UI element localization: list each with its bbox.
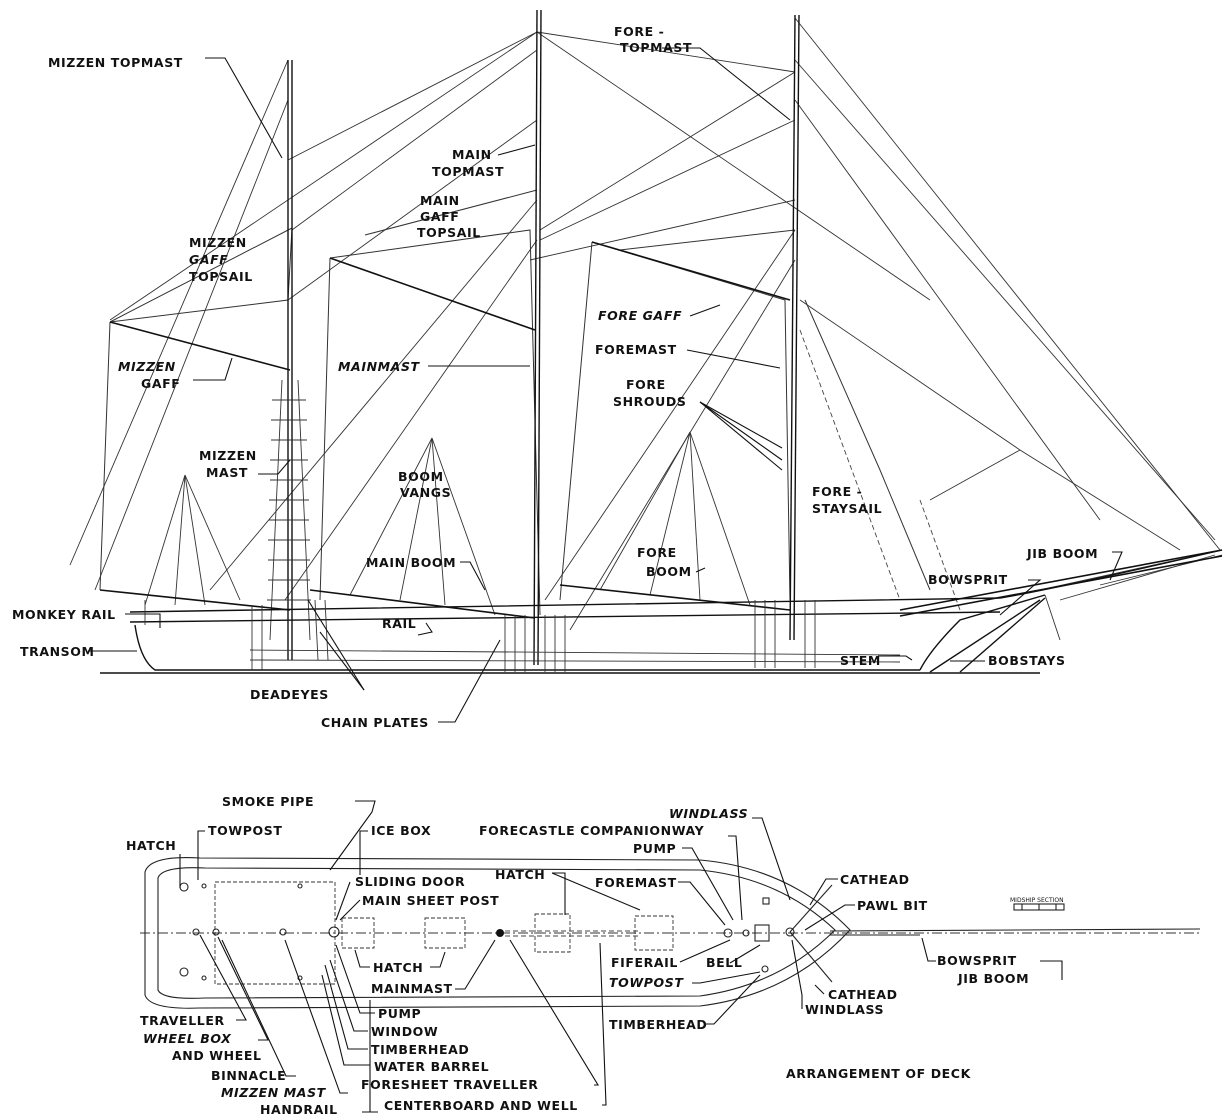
deck-label-sliding-door: SLIDING DOOR	[355, 874, 465, 889]
deck-hull-outline	[144, 857, 851, 1009]
label-fore-topmast-2: TOPMAST	[620, 40, 692, 55]
deck-label-windlass-lower: WINDLASS	[805, 1002, 884, 1017]
midship-section-label: MIDSHIP SECTION	[1010, 897, 1064, 904]
label-foremast: FOREMAST	[595, 342, 677, 357]
deck-label-timberhead-left: TIMBERHEAD	[371, 1042, 469, 1057]
deck-label-handrail: HANDRAIL	[260, 1102, 338, 1117]
deck-label-traveller: TRAVELLER	[140, 1013, 225, 1028]
label-mizzen-mast-2: MAST	[206, 465, 248, 480]
deck-label-fiferail: FIFERAIL	[611, 955, 678, 970]
label-bowsprit: BOWSPRIT	[928, 572, 1008, 587]
deck-label-bell: BELL	[706, 955, 742, 970]
deck-label-hatch-mid: HATCH	[495, 867, 545, 882]
deck-label-smoke-pipe: SMOKE PIPE	[222, 794, 314, 809]
label-main-boom: MAIN BOOM	[366, 555, 456, 570]
deck-hatch-2	[424, 917, 466, 949]
label-stem: STEM	[840, 653, 881, 668]
deck-hatch-3	[534, 913, 571, 953]
label-main-topmast-1: MAIN	[452, 147, 492, 162]
sail-plan: MIZZEN TOPMAST FORE - TOPMAST MAIN TOPMA…	[12, 9, 1223, 730]
deck-cabin	[214, 881, 336, 985]
label-boom-vangs-1: BOOM	[398, 469, 444, 484]
label-mizzen-gaff-2: GAFF	[141, 376, 180, 391]
deck-label-ice-box: ICE BOX	[371, 823, 431, 838]
label-mizzen-gaff-topsail-3: TOPSAIL	[189, 269, 253, 284]
spars	[99, 241, 1223, 619]
boom-vangs	[144, 431, 751, 616]
label-jib-boom: JIB BOOM	[1026, 546, 1098, 561]
deck-labels: SMOKE PIPE WINDLASS TOWPOST ICE BOX FORE…	[126, 794, 1029, 1117]
label-fore-topmast-1: FORE -	[614, 24, 664, 39]
label-main-gaff-topsail-3: TOPSAIL	[417, 225, 481, 240]
label-fore-shrouds-1: FORE	[626, 377, 666, 392]
label-transom: TRANSOM	[20, 644, 95, 659]
label-mizzen-topmast: MIZZEN TOPMAST	[48, 55, 183, 70]
label-mizzen-gaff-topsail-2: GAFF	[189, 252, 228, 267]
label-fore-staysail-2: STAYSAIL	[812, 501, 882, 516]
deck-label-window: WINDOW	[371, 1024, 438, 1039]
deck-label-cathead-top: CATHEAD	[840, 872, 910, 887]
deck-label-centerboard-and-well: CENTERBOARD AND WELL	[384, 1098, 578, 1113]
leader-lines	[88, 47, 1123, 723]
deck-label-foremast: FOREMAST	[595, 875, 677, 890]
label-mizzen-mast-1: MIZZEN	[199, 448, 257, 463]
deck-label-pump-top: PUMP	[633, 841, 676, 856]
deck-label-bowsprit: BOWSPRIT	[937, 953, 1017, 968]
label-mizzen-gaff-1: MIZZEN	[118, 359, 176, 374]
deck-label-pump-lower: PUMP	[378, 1006, 421, 1021]
deck-label-mizzen-mast: MIZZEN MAST	[221, 1085, 327, 1100]
label-chain-plates: CHAIN PLATES	[321, 715, 429, 730]
deck-label-timberhead-right: TIMBERHEAD	[609, 1017, 707, 1032]
deck-hatch-1	[341, 917, 375, 949]
deck-label-windlass-top: WINDLASS	[669, 806, 748, 821]
hull	[100, 549, 1223, 674]
deck-label-wheel-box-1: WHEEL BOX	[143, 1031, 232, 1046]
deck-label-forecastle-companionway: FORECASTLE COMPANIONWAY	[479, 823, 705, 838]
label-fore-shrouds-2: SHROUDS	[613, 394, 686, 409]
label-fore-gaff: FORE GAFF	[598, 308, 682, 323]
deck-label-towpost-top: TOWPOST	[208, 823, 282, 838]
label-boom-vangs-2: VANGS	[400, 485, 451, 500]
deck-label-wheel-box-2: AND WHEEL	[172, 1048, 262, 1063]
label-main-gaff-topsail-1: MAIN	[420, 193, 460, 208]
label-mizzen-gaff-topsail-1: MIZZEN	[189, 235, 247, 250]
sail-plan-labels: MIZZEN TOPMAST FORE - TOPMAST MAIN TOPMA…	[12, 24, 1098, 730]
deck-label-cathead-lower: CATHEAD	[828, 987, 898, 1002]
deck-label-foresheet-traveller: FORESHEET TRAVELLER	[361, 1077, 538, 1092]
chain-plates	[251, 599, 816, 672]
label-fore-boom-1: FORE	[637, 545, 677, 560]
label-monkey-rail: MONKEY RAIL	[12, 607, 116, 622]
midship-section: MIDSHIP SECTION	[1010, 897, 1065, 911]
label-rail: RAIL	[382, 616, 416, 631]
label-deadeyes: DEADEYES	[250, 687, 329, 702]
label-main-topmast-2: TOPMAST	[432, 164, 504, 179]
label-fore-staysail-1: FORE -	[812, 484, 862, 499]
label-fore-boom-2: BOOM	[646, 564, 692, 579]
deck-hatch-4	[634, 915, 674, 951]
deck-label-arrangement-of-deck: ARRANGEMENT OF DECK	[786, 1066, 972, 1081]
standing-rigging	[69, 17, 1223, 631]
deck-label-water-barrel: WATER BARREL	[374, 1059, 489, 1074]
deck-label-binnacle: BINNACLE	[211, 1068, 286, 1083]
deck-label-hatch-left: HATCH	[126, 838, 176, 853]
label-mainmast: MAINMAST	[338, 359, 421, 374]
deck-label-towpost-lower: TOWPOST	[609, 975, 684, 990]
deck-label-pawl-bit: PAWL BIT	[857, 898, 928, 913]
label-bobstays: BOBSTAYS	[988, 653, 1066, 668]
deck-label-jib-boom: JIB BOOM	[957, 971, 1029, 986]
deck-label-main-sheet-post: MAIN SHEET POST	[362, 893, 499, 908]
deck-leader-lines	[179, 800, 1063, 1113]
mizzen-ratlines	[267, 379, 311, 641]
deck-label-hatch-lower: HATCH	[373, 960, 423, 975]
label-main-gaff-topsail-2: GAFF	[420, 209, 459, 224]
deck-label-mainmast: MAINMAST	[371, 981, 453, 996]
deck-arrangement: MIDSHIP SECTION	[126, 794, 1201, 1117]
